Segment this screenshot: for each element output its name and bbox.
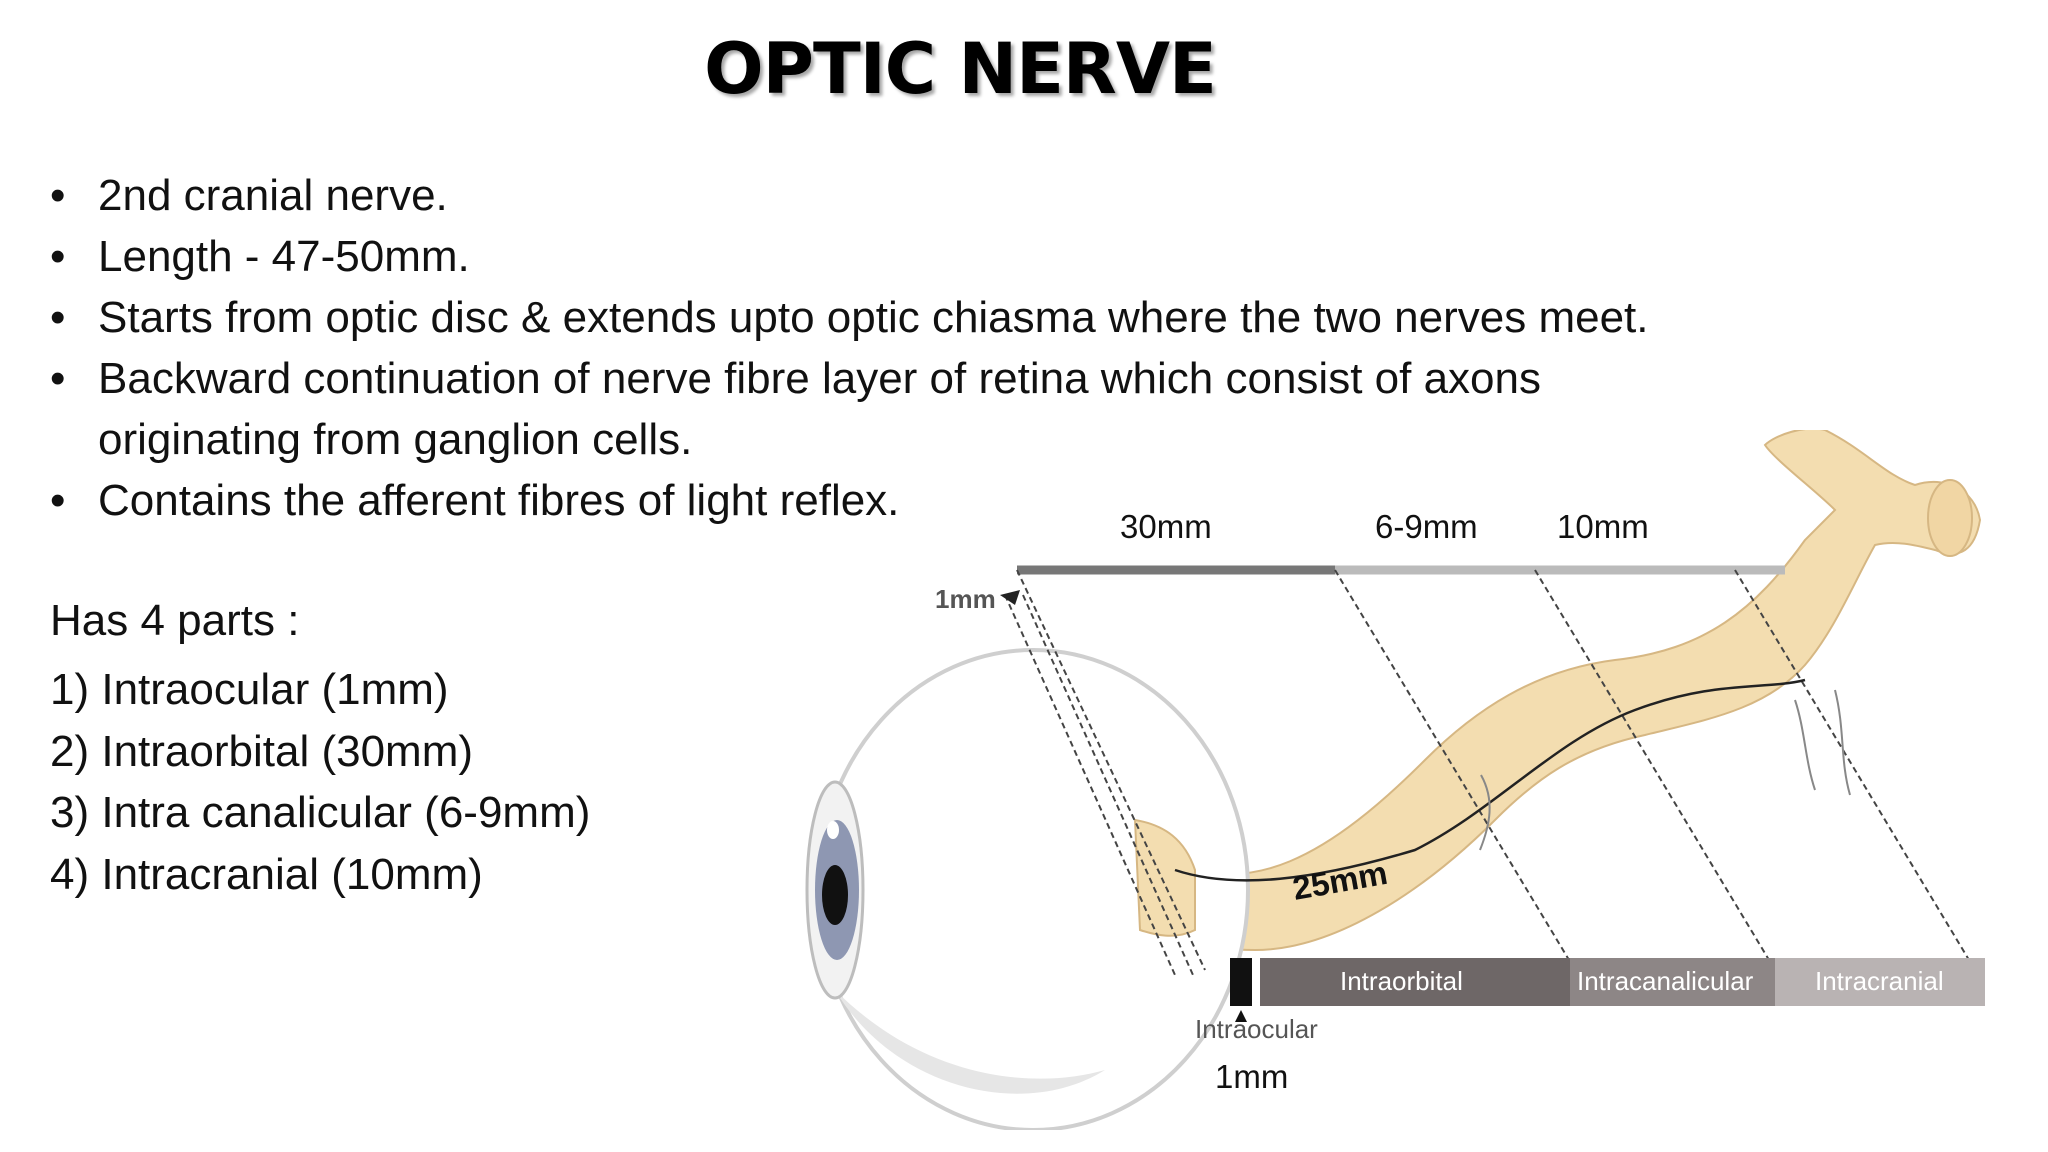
bullet-dot: • <box>50 476 66 525</box>
small-1mm-arrow <box>1000 590 1020 605</box>
intraocular-label: Intraocular <box>1195 1014 1318 1044</box>
part-item: 3) Intra canalicular (6-9mm) <box>50 788 591 837</box>
part-item: 2) Intraorbital (30mm) <box>50 726 474 776</box>
sheath-fold <box>1834 689 1851 796</box>
length-measure-line <box>1174 678 1806 882</box>
bullet-dot: • <box>50 354 66 403</box>
bullet-dot: • <box>50 171 66 220</box>
bullet-item: •Contains the afferent fibres of light r… <box>50 470 1830 531</box>
slide-title: OPTIC NERVE <box>704 28 1217 110</box>
top-labels-bg <box>1335 498 1735 556</box>
intraorbital-bar-label: Intraorbital <box>1340 966 1463 996</box>
bullet-item: •Backward continuation of nerve fibre la… <box>50 348 1718 470</box>
projection-line <box>1534 569 1776 971</box>
optic-nerve-diagram: 1mm 25mm Intraorbital Intracanalicular I… <box>805 430 1985 1130</box>
eyeball-shadow <box>835 990 1105 1094</box>
projection-line <box>1334 569 1576 971</box>
projection-line <box>1016 569 1206 971</box>
intraocular-bar <box>1230 958 1252 1006</box>
intracanalicular-bar <box>1570 958 1775 1006</box>
sheath-fold <box>1479 774 1491 851</box>
bullet-dot: • <box>50 293 66 342</box>
intraocular-arrow <box>1235 1010 1247 1022</box>
nerve-cut-end <box>1927 479 1973 557</box>
pupil <box>822 865 848 925</box>
bullet-dot: • <box>50 232 66 281</box>
sheath-fold <box>1794 699 1816 791</box>
part-item: 1) Intraocular (1mm) <box>50 665 449 714</box>
intracranial-bar-label: Intracranial <box>1815 966 1944 996</box>
nerve-stub <box>1133 818 1196 937</box>
bullet-item: •Starts from optic disc & extends upto o… <box>50 287 1830 348</box>
parts-heading: Has 4 parts : <box>50 596 300 645</box>
projection-line <box>1734 569 1976 971</box>
pupil-highlight <box>827 821 839 839</box>
intracanalicular-bar-label: Intracanalicular <box>1577 966 1754 996</box>
bullet-item: •2nd cranial nerve. <box>50 165 1830 226</box>
small-1mm-label: 1mm <box>935 584 996 614</box>
intraocular-length-label: 1mm <box>1215 1058 1288 1095</box>
intracranial-bar <box>1775 958 1985 1006</box>
intraorbital-length-label: 30mm <box>1120 508 1212 545</box>
intraorbital-bar <box>1260 958 1570 1006</box>
bullet-list: •2nd cranial nerve. •Length - 47-50mm. •… <box>50 165 1830 531</box>
optic-nerve-shape <box>1154 430 1982 952</box>
parts-list: 1) Intraocular (1mm) 2) Intraorbital (30… <box>50 659 590 905</box>
bullet-item: •Length - 47-50mm. <box>50 226 1830 287</box>
part-item: 4) Intracranial (10mm) <box>50 849 483 899</box>
intracanalicular-length-label: 6-9mm <box>1375 508 1478 545</box>
intracranial-length-label: 10mm <box>1557 508 1649 545</box>
